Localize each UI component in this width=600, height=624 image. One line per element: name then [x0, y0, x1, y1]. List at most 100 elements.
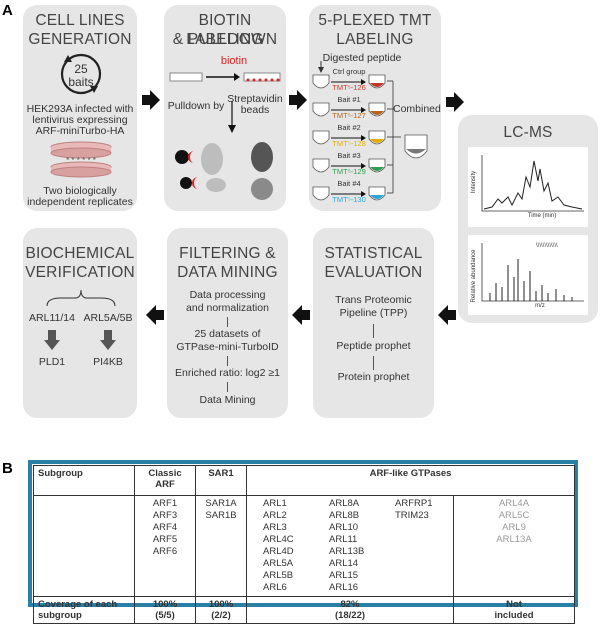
biotin-labeling-icon [169, 72, 281, 82]
infect-line-1: HEK293A infected with [26, 103, 134, 115]
arl-excluded-item: ARL4A [498, 498, 530, 509]
arl11-14-label: ARL11/14 [29, 312, 75, 324]
arl-item: ARL8B [329, 510, 360, 521]
arl-excluded-item: ARL9 [502, 522, 526, 533]
header-sar1: SAR1 [195, 465, 247, 496]
baits-word: baits [68, 75, 94, 89]
biotin-label: biotin [220, 55, 248, 67]
tmt-channel-label: TMT⁵-128 [332, 139, 366, 148]
mass-spectrum-plot: \\\\\\\\\\\\\ [481, 243, 584, 302]
down-arrow-left-icon [44, 330, 60, 350]
pi4kb-label: PI4KB [93, 356, 123, 368]
flow-arrow-2 [289, 90, 307, 110]
filter-divider-2 [227, 356, 228, 366]
digested-peptide-label: Digested peptide [322, 52, 402, 64]
tmt-box: 5-PLEXED TMT LABELING Digested peptide C… [309, 5, 441, 211]
tmt-tubes-diagram [312, 61, 428, 201]
filtering-title-2: DATA MINING [177, 264, 278, 281]
verification-title-1: BIOCHEMICAL [25, 245, 135, 262]
members-empty-cell [33, 495, 135, 597]
pld1-label: PLD1 [38, 356, 66, 368]
tpp-line-2: Pipeline (TPP) [339, 307, 408, 319]
abundance-axis-label: Relative abundance [471, 249, 477, 303]
biotin-box: BIOTIN LABELING & PULLDOWN biotin Pulldo… [164, 5, 286, 211]
arl-item: ARL10 [329, 522, 359, 533]
arl-item: ARL1 [263, 498, 287, 509]
flow-arrow-4 [438, 305, 456, 325]
statistical-box: STATISTICAL EVALUATION Trans Proteomic P… [313, 228, 434, 418]
filtering-title-1: FILTERING & [179, 245, 276, 262]
arl-item: ARL8A [329, 498, 360, 509]
protein-prophet-label: Protein prophet [337, 371, 410, 383]
biotin-title-1: BIOTIN LABELING [186, 12, 264, 48]
arl-item: ARL5A [263, 558, 294, 569]
sar1-item: SAR1B [205, 510, 237, 521]
arl-item: ARL2 [263, 510, 287, 521]
arl-item: TRIM23 [395, 510, 429, 521]
spectrum-panel [468, 235, 588, 315]
statistical-title-1: STATISTICAL [324, 245, 423, 262]
stat-divider-2 [373, 356, 374, 370]
mz-axis-label: m/z [535, 303, 545, 309]
stat-divider-1 [373, 324, 374, 338]
filtering-box: FILTERING & DATA MINING Data processing … [167, 228, 288, 418]
tmt-title-2: LABELING [336, 31, 414, 48]
filter-divider-1 [227, 317, 228, 327]
baits-cycle-icon [60, 53, 102, 95]
time-axis-label: Time (min) [527, 213, 557, 219]
arl-item: ARL13B [329, 546, 365, 557]
verification-box: BIOCHEMICAL VERIFICATION ARL11/14 ARL5A/… [23, 228, 137, 418]
classic-arf-item: ARF1 [152, 498, 178, 509]
replicates-line-1: Two biologically [43, 185, 117, 197]
arl-item: ARL4D [263, 546, 294, 557]
sar1-item: SAR1A [205, 498, 237, 509]
svg-text:* * * * * *: * * * * * * [66, 156, 96, 165]
arl-item: ARL4C [263, 534, 294, 545]
cell-lines-title-1: CELL LINES [35, 12, 125, 29]
arl-item: ARL5B [263, 570, 294, 581]
flow-arrow-5 [292, 305, 310, 325]
tpp-line-1: Trans Proteomic [335, 294, 412, 306]
verification-bracket [46, 289, 116, 307]
arl-item: ARL15 [329, 570, 359, 581]
coverage-classic: 100%(5/5) [134, 596, 196, 624]
datasets-line-1: 25 datasets of [194, 328, 261, 340]
tmt-row-label: Bait #4 [337, 179, 361, 188]
panel-a-label: A [2, 2, 13, 19]
tmt-row-label: Bait #2 [337, 123, 361, 132]
beads-pulldown-icon [175, 101, 273, 200]
arl-item: ARL3 [263, 522, 287, 533]
filter-divider-3 [227, 382, 228, 392]
streptavidin-label-2: beads [240, 104, 270, 116]
biotin-title-2: & PULLDOWN [172, 31, 278, 48]
combined-label: Combined [393, 103, 441, 115]
baits-number: 25 [74, 62, 88, 76]
flow-arrow-3 [446, 92, 464, 112]
arl-excluded-item: ARL13A [496, 534, 532, 545]
infect-line-2: lentivirus expressing [32, 114, 128, 126]
down-arrow-right-icon [100, 330, 116, 350]
intensity-axis-label: Intensity [471, 170, 477, 194]
classic-arf-item: ARF5 [152, 534, 178, 545]
tmt-row-label: Ctrl group [332, 67, 366, 76]
cell-lines-title-2: GENERATION [28, 31, 132, 48]
datasets-line-2: GTPase-mini-TurboID [176, 341, 279, 353]
tmt-channel-label: TMT⁵-130 [332, 195, 366, 204]
arl5a-5b-label: ARL5A/5B [83, 312, 133, 324]
data-mining-label: Data Mining [199, 394, 256, 406]
processing-line-1: Data processing [189, 289, 266, 301]
peptide-prophet-label: Peptide prophet [336, 340, 411, 352]
classic-arf-item: ARF4 [152, 522, 178, 533]
processing-line-2: and normalization [186, 302, 269, 314]
chromatogram-plot [481, 155, 584, 212]
